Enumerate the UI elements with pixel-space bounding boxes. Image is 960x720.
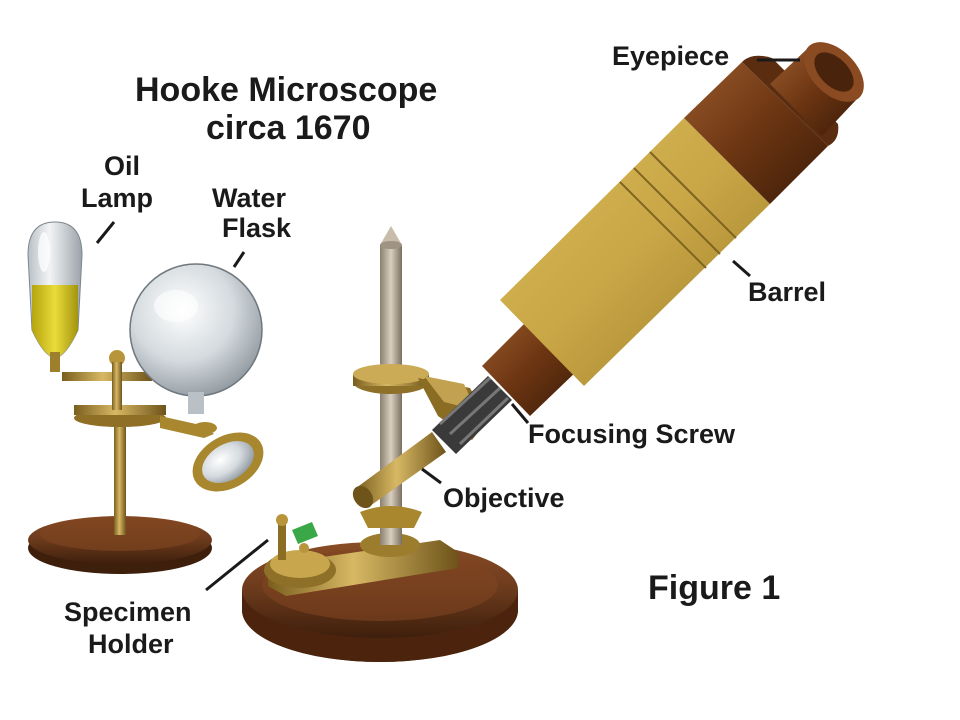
label-specimen-holder-line-2: Holder [88, 629, 174, 659]
label-water-flask-line-1: Water [212, 183, 287, 213]
microscope-base [242, 533, 518, 662]
water-flask [129, 263, 263, 434]
condenser-lens [192, 432, 264, 492]
label-oil-lamp-line-2: Lamp [81, 183, 154, 213]
figure-caption: Figure 1 [648, 569, 781, 607]
leader-lines [95, 58, 800, 592]
label-barrel: Barrel [748, 277, 827, 307]
label-specimen-holder-line-1: Specimen [64, 597, 192, 627]
label-water-flask-line-2: Flask [222, 213, 292, 243]
barrel [482, 55, 839, 416]
label-oil-lamp-line-1: Oil [104, 151, 141, 181]
lamp-stand [28, 350, 214, 574]
focusing-screw [432, 376, 512, 454]
oil-lamp [27, 221, 83, 372]
label-objective: Objective [443, 483, 565, 513]
title-line-1: Hooke Microscope [135, 71, 438, 109]
title-line-2: circa 1670 [206, 109, 371, 147]
label-focusing-screw: Focusing Screw [528, 419, 736, 449]
specimen-holder [276, 514, 318, 560]
objective [352, 432, 446, 509]
label-eyepiece: Eyepiece [612, 41, 730, 71]
eyepiece [770, 42, 864, 136]
